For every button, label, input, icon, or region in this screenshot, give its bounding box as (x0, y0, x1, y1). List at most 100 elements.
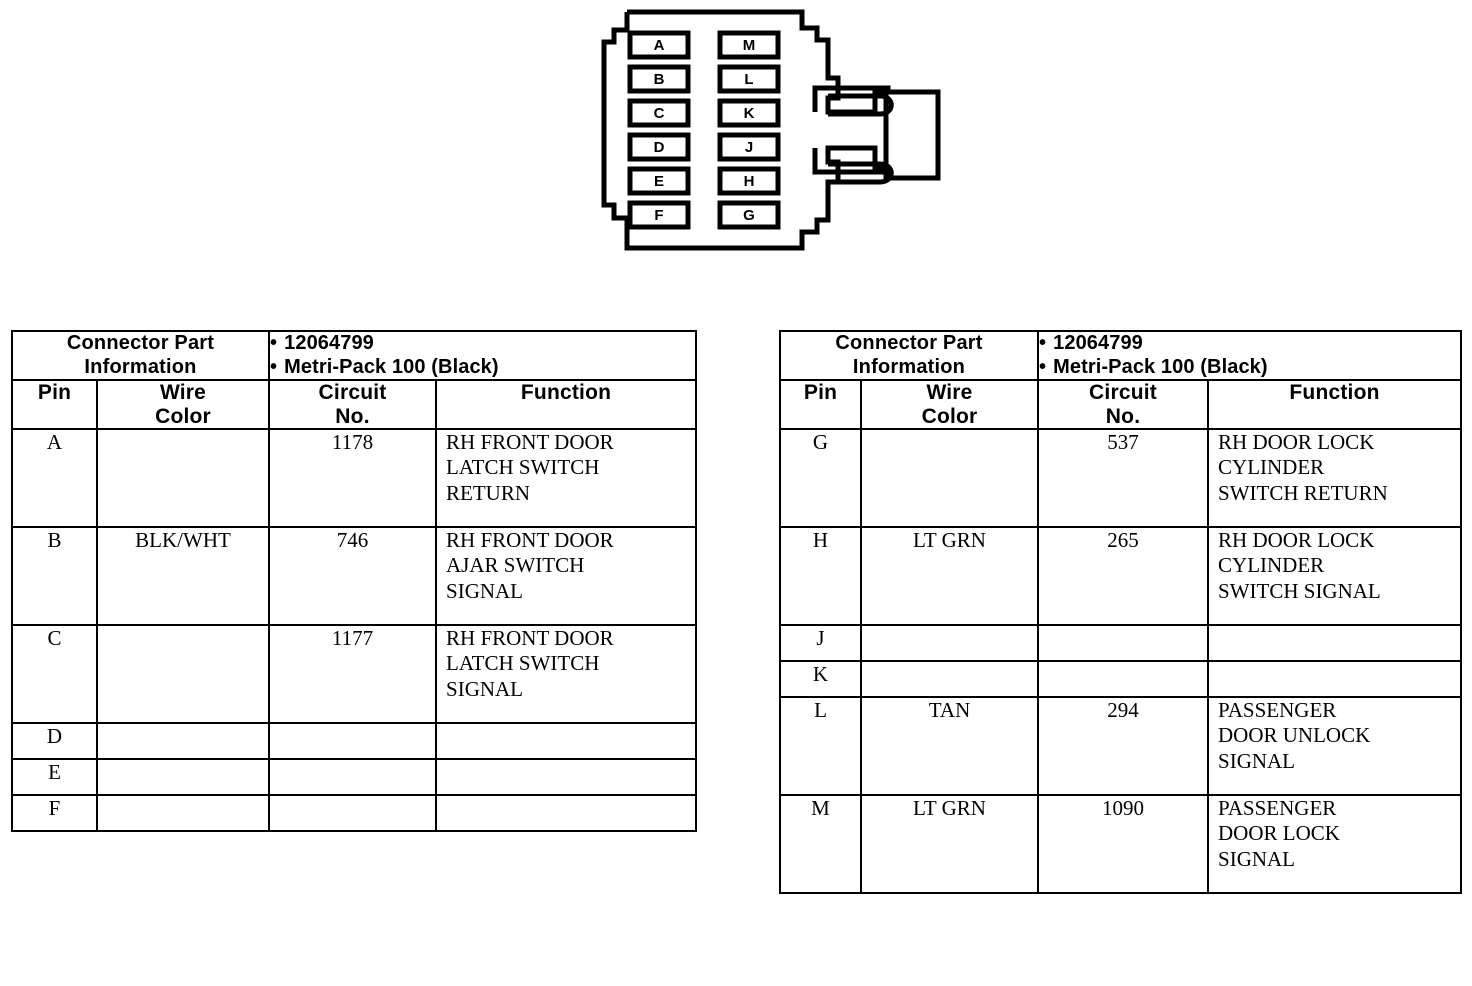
part-info-values-cell: •12064799 • Metri-Pack 100 (Black) (268, 329, 698, 382)
pin-box-label-F: F (654, 207, 663, 224)
cell-function: RH FRONT DOOR LATCH SWITCH RETURN (435, 428, 698, 529)
pin-box-label-L: L (744, 71, 753, 88)
cell-circuit-no (268, 794, 438, 833)
cell-pin: A (11, 428, 98, 529)
cell-wire-color (95, 794, 271, 833)
column-header-function: Function (435, 379, 698, 431)
pin-box-L (717, 64, 781, 94)
cell-circuit-no: 294 (1037, 696, 1210, 797)
column-header-pin: Pin (779, 379, 862, 431)
cell-circuit-no (268, 758, 438, 797)
latch-hook-lower (828, 161, 894, 185)
cell-pin: E (11, 758, 98, 797)
connector-pinout-diagram: A B C D E F M L K J H G (570, 0, 970, 290)
pin-box-G (717, 200, 781, 230)
part-info-row: Connector Part Information • 12064799 •Me… (778, 329, 1463, 382)
cell-pin: M (779, 794, 862, 895)
pin-box-A (627, 30, 691, 60)
cell-function: PASSENGER DOOR LOCK SIGNAL (1207, 794, 1463, 895)
part-info-label-cell: Connector Part Information (10, 329, 271, 382)
part-info-value-1: • Metri-Pack 100 (Black) (270, 356, 695, 380)
cell-wire-color: LT GRN (859, 794, 1040, 895)
pin-box-D (627, 132, 691, 162)
table-row: L TAN 294 PASSENGER DOOR UNLOCK SIGNAL (779, 696, 1463, 797)
pin-box-label-J: J (745, 139, 753, 156)
table-row: D (11, 722, 698, 761)
bullet-icon: • (1039, 355, 1047, 378)
part-info-label-line1: Connector Part (835, 332, 983, 354)
pin-box-label-H: H (744, 173, 755, 190)
table-left-body: Connector Part Information •12064799 • Me… (10, 329, 698, 833)
pin-column-right: M L K J H G (717, 30, 781, 230)
bullet-icon: • (270, 332, 278, 354)
cell-wire-color (95, 722, 271, 761)
column-header-pin: Pin (11, 379, 98, 431)
table-row: H LT GRN 265 RH DOOR LOCK CYLINDER SWITC… (779, 526, 1463, 627)
column-header-circuit-no: Circuit No. (1037, 379, 1210, 431)
cell-function (435, 758, 698, 797)
cell-function: RH DOOR LOCK CYLINDER SWITCH RETURN (1207, 428, 1463, 529)
part-info-label-line1: Connector Part (66, 332, 215, 354)
table-row: M LT GRN 1090 PASSENGER DOOR LOCK SIGNAL (779, 794, 1463, 895)
table-row: J (779, 624, 1463, 663)
cell-pin: B (11, 526, 98, 627)
cell-wire-color (95, 428, 271, 529)
pin-box-K (717, 98, 781, 128)
part-info-values-cell: • 12064799 •Metri-Pack 100 (Black) (1037, 329, 1463, 382)
cell-pin: D (11, 722, 98, 761)
part-info-value-1: •Metri-Pack 100 (Black) (1039, 356, 1460, 380)
connector-table-left: Connector Part Information •12064799 • Me… (10, 329, 698, 833)
bullet-icon: • (1039, 332, 1047, 354)
table-row: A 1178 RH FRONT DOOR LATCH SWITCH RETURN (11, 428, 698, 529)
pin-box-F (627, 200, 691, 230)
bullet-icon: • (270, 355, 278, 378)
cell-wire-color: TAN (859, 696, 1040, 797)
pin-box-label-C: C (654, 105, 665, 122)
cell-function (435, 722, 698, 761)
part-info-row: Connector Part Information •12064799 • Me… (10, 329, 698, 382)
cell-wire-color (95, 758, 271, 797)
cell-function (1207, 660, 1463, 699)
part-info-label-line2: Information (852, 355, 966, 378)
cell-pin: L (779, 696, 862, 797)
pin-box-J (717, 132, 781, 162)
part-info-label-line2: Information (84, 355, 197, 378)
pin-box-label-M: M (743, 37, 756, 54)
cell-function (1207, 624, 1463, 663)
cell-function: RH FRONT DOOR AJAR SWITCH SIGNAL (435, 526, 698, 627)
part-info-value-0: •12064799 (270, 332, 695, 356)
connector-table-right: Connector Part Information • 12064799 •Me… (778, 329, 1463, 895)
pin-box-C (627, 98, 691, 128)
cell-pin: K (779, 660, 862, 699)
part-number: 12064799 (1053, 332, 1143, 354)
pin-box-label-E: E (654, 173, 664, 190)
cell-pin: F (11, 794, 98, 833)
table-row: F (11, 794, 698, 833)
cell-pin: H (779, 526, 862, 627)
cell-function: PASSENGER DOOR UNLOCK SIGNAL (1207, 696, 1463, 797)
part-family: Metri-Pack 100 (Black) (284, 355, 499, 378)
column-header-row: Pin Wire Color Circuit No. Function (779, 379, 1463, 431)
cell-circuit-no (268, 722, 438, 761)
cell-circuit-no (1037, 660, 1210, 699)
pin-box-label-B: B (654, 71, 665, 88)
column-header-circuit-no: Circuit No. (268, 379, 438, 431)
pin-box-B (627, 64, 691, 94)
cell-wire-color (95, 624, 271, 725)
pin-box-label-A: A (654, 37, 665, 54)
column-header-function: Function (1207, 379, 1463, 431)
cell-circuit-no: 1090 (1037, 794, 1210, 895)
cell-function: RH DOOR LOCK CYLINDER SWITCH SIGNAL (1207, 526, 1463, 627)
pin-box-label-D: D (654, 139, 665, 156)
cell-circuit-no (1037, 624, 1210, 663)
cell-wire-color (859, 428, 1040, 529)
table-row: E (11, 758, 698, 797)
part-info-value-0: • 12064799 (1039, 332, 1460, 356)
table-row: K (779, 660, 1463, 699)
cell-wire-color: LT GRN (859, 526, 1040, 627)
table-row: G 537 RH DOOR LOCK CYLINDER SWITCH RETUR… (779, 428, 1463, 529)
latch-block (883, 89, 941, 181)
column-header-wire-color: Wire Color (95, 379, 271, 431)
pin-column-left: A B C D E F (627, 30, 691, 230)
cell-circuit-no: 537 (1037, 428, 1210, 529)
